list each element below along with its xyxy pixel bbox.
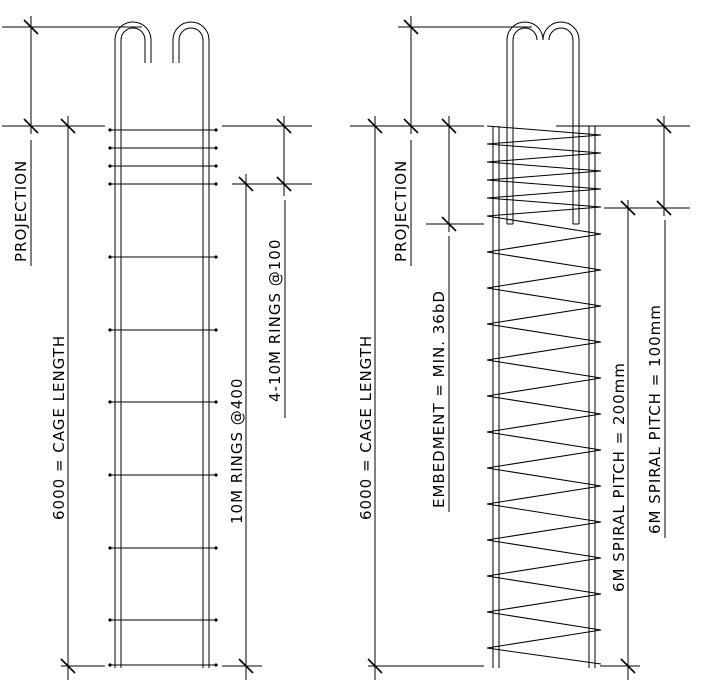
left-rings (108, 128, 218, 667)
right-dowel-left (506, 21, 544, 225)
ring-end-dot (108, 328, 112, 332)
left-rings-400-label: 10M RINGS @400 (228, 378, 246, 524)
right-outer-bar-right (588, 126, 596, 668)
ring-end-dot (214, 473, 218, 477)
right-dowel-right (542, 21, 580, 225)
ring-end-dot (214, 400, 218, 404)
left-hook-2 (172, 21, 210, 668)
left-hook-1 (114, 21, 152, 668)
spiral-100-label: 6M SPIRAL PITCH = 100mm (646, 304, 664, 534)
ring-end-dot (108, 663, 112, 667)
ring-end-dot (108, 400, 112, 404)
ring-end-dot (108, 146, 112, 150)
ring-end-dot (214, 328, 218, 332)
ring-end-dot (214, 255, 218, 259)
ring-end-dot (108, 128, 112, 132)
ring-end-dot (214, 146, 218, 150)
embedment-label: EMBEDMENT = MIN. 36bD (430, 290, 448, 508)
ring-end-dot (214, 182, 218, 186)
left-projection-label: PROJECTION (12, 160, 30, 262)
ring-end-dot (108, 164, 112, 168)
right-cage-length-label: 6000 = CAGE LENGTH (357, 335, 375, 520)
spiral-200-label: 6M SPIRAL PITCH = 200mm (610, 362, 628, 592)
ring-end-dot (108, 473, 112, 477)
left-rings-100-label: 4-10M RINGS @100 (266, 239, 284, 402)
right-cage-elevation: PROJECTION 6000 = CAGE LENGTH EMBEDMENT … (350, 16, 690, 680)
ring-end-dot (214, 128, 218, 132)
ring-end-dot (108, 255, 112, 259)
right-projection-label: PROJECTION (392, 160, 410, 262)
ring-end-dot (108, 182, 112, 186)
ring-end-dot (214, 546, 218, 550)
left-cage-elevation: PROJECTION 6000 = CAGE LENGTH 10M RINGS … (2, 16, 312, 680)
ring-end-dot (214, 164, 218, 168)
ring-end-dot (108, 618, 112, 622)
ring-end-dot (108, 546, 112, 550)
ring-end-dot (214, 663, 218, 667)
ring-end-dot (214, 618, 218, 622)
left-cage-length-label: 6000 = CAGE LENGTH (50, 335, 68, 520)
right-spiral (486, 125, 602, 665)
